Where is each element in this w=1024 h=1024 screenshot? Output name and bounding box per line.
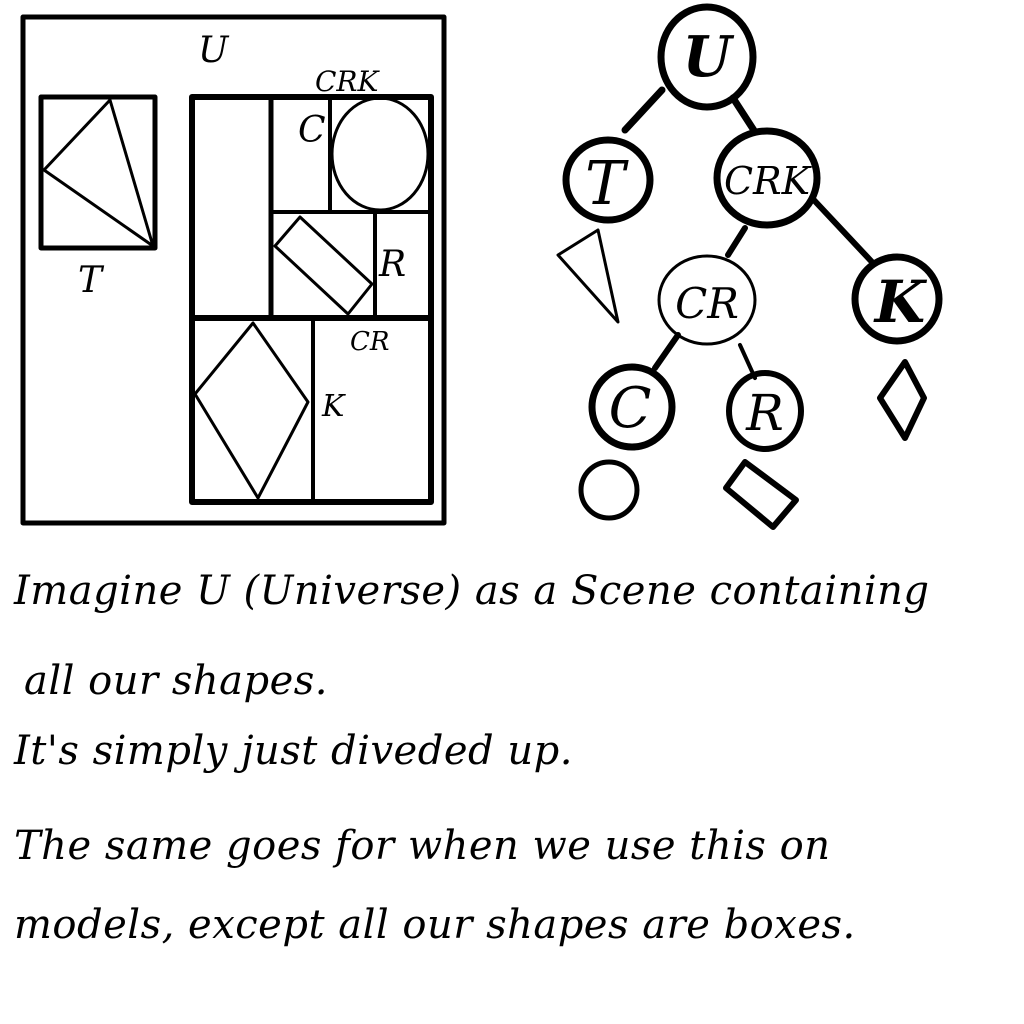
k-label: K [321, 389, 346, 424]
spatial-partition: U T CRK C R CR K [20, 14, 447, 526]
note-line-2: all our shapes. [24, 658, 328, 704]
tree-diamond-shape [877, 359, 927, 441]
tree-node-u [657, 3, 757, 111]
tree-node-c [588, 363, 676, 451]
edge-u-t [621, 86, 666, 134]
tree-node-k [851, 253, 943, 345]
circle-shape [330, 96, 430, 212]
tree-node-t [562, 136, 654, 224]
universe-label: U [198, 30, 230, 71]
edge-crk-cr [725, 225, 748, 258]
edge-crk-k [809, 195, 875, 265]
t-box [38, 94, 158, 251]
tree-node-cr-label: CR [675, 279, 739, 328]
tree-node-u-label: U [683, 24, 735, 90]
diamond-shape [193, 321, 310, 500]
tree-node-r [726, 370, 804, 452]
tree-node-crk [713, 127, 821, 229]
triangle-shape [42, 98, 155, 248]
note-line-3: It's simply just diveded up. [14, 728, 573, 774]
tree-triangle-shape [556, 228, 620, 324]
tree-rotated-rect-shape [723, 459, 799, 530]
tree-node-crk-label: CRK [724, 159, 813, 203]
crk-label: CRK [315, 65, 381, 98]
note-line-5: models, except all our shapes are boxes. [14, 902, 856, 948]
hierarchy-tree: U T CRK CR K C R [556, 3, 943, 530]
c-label: C [298, 110, 326, 151]
t-label: T [78, 260, 105, 301]
r-label: R [378, 244, 406, 285]
edge-u-crk [729, 94, 759, 136]
universe-box [20, 14, 447, 526]
rotated-rect-shape [273, 215, 374, 316]
tree-node-c-label: C [609, 376, 652, 441]
edge-cr-c [652, 332, 681, 371]
tree-node-cr [657, 254, 757, 346]
note-line-4: The same goes for when we use this on [14, 823, 831, 869]
tree-node-t-label: T [585, 149, 629, 219]
tree-node-r-label: R [745, 384, 784, 442]
cr-label: CR [350, 327, 389, 357]
note-line-1: Imagine U (Universe) as a Scene containi… [14, 568, 930, 614]
tree-node-k-label: K [873, 268, 928, 336]
tree-circle-shape [578, 459, 640, 521]
